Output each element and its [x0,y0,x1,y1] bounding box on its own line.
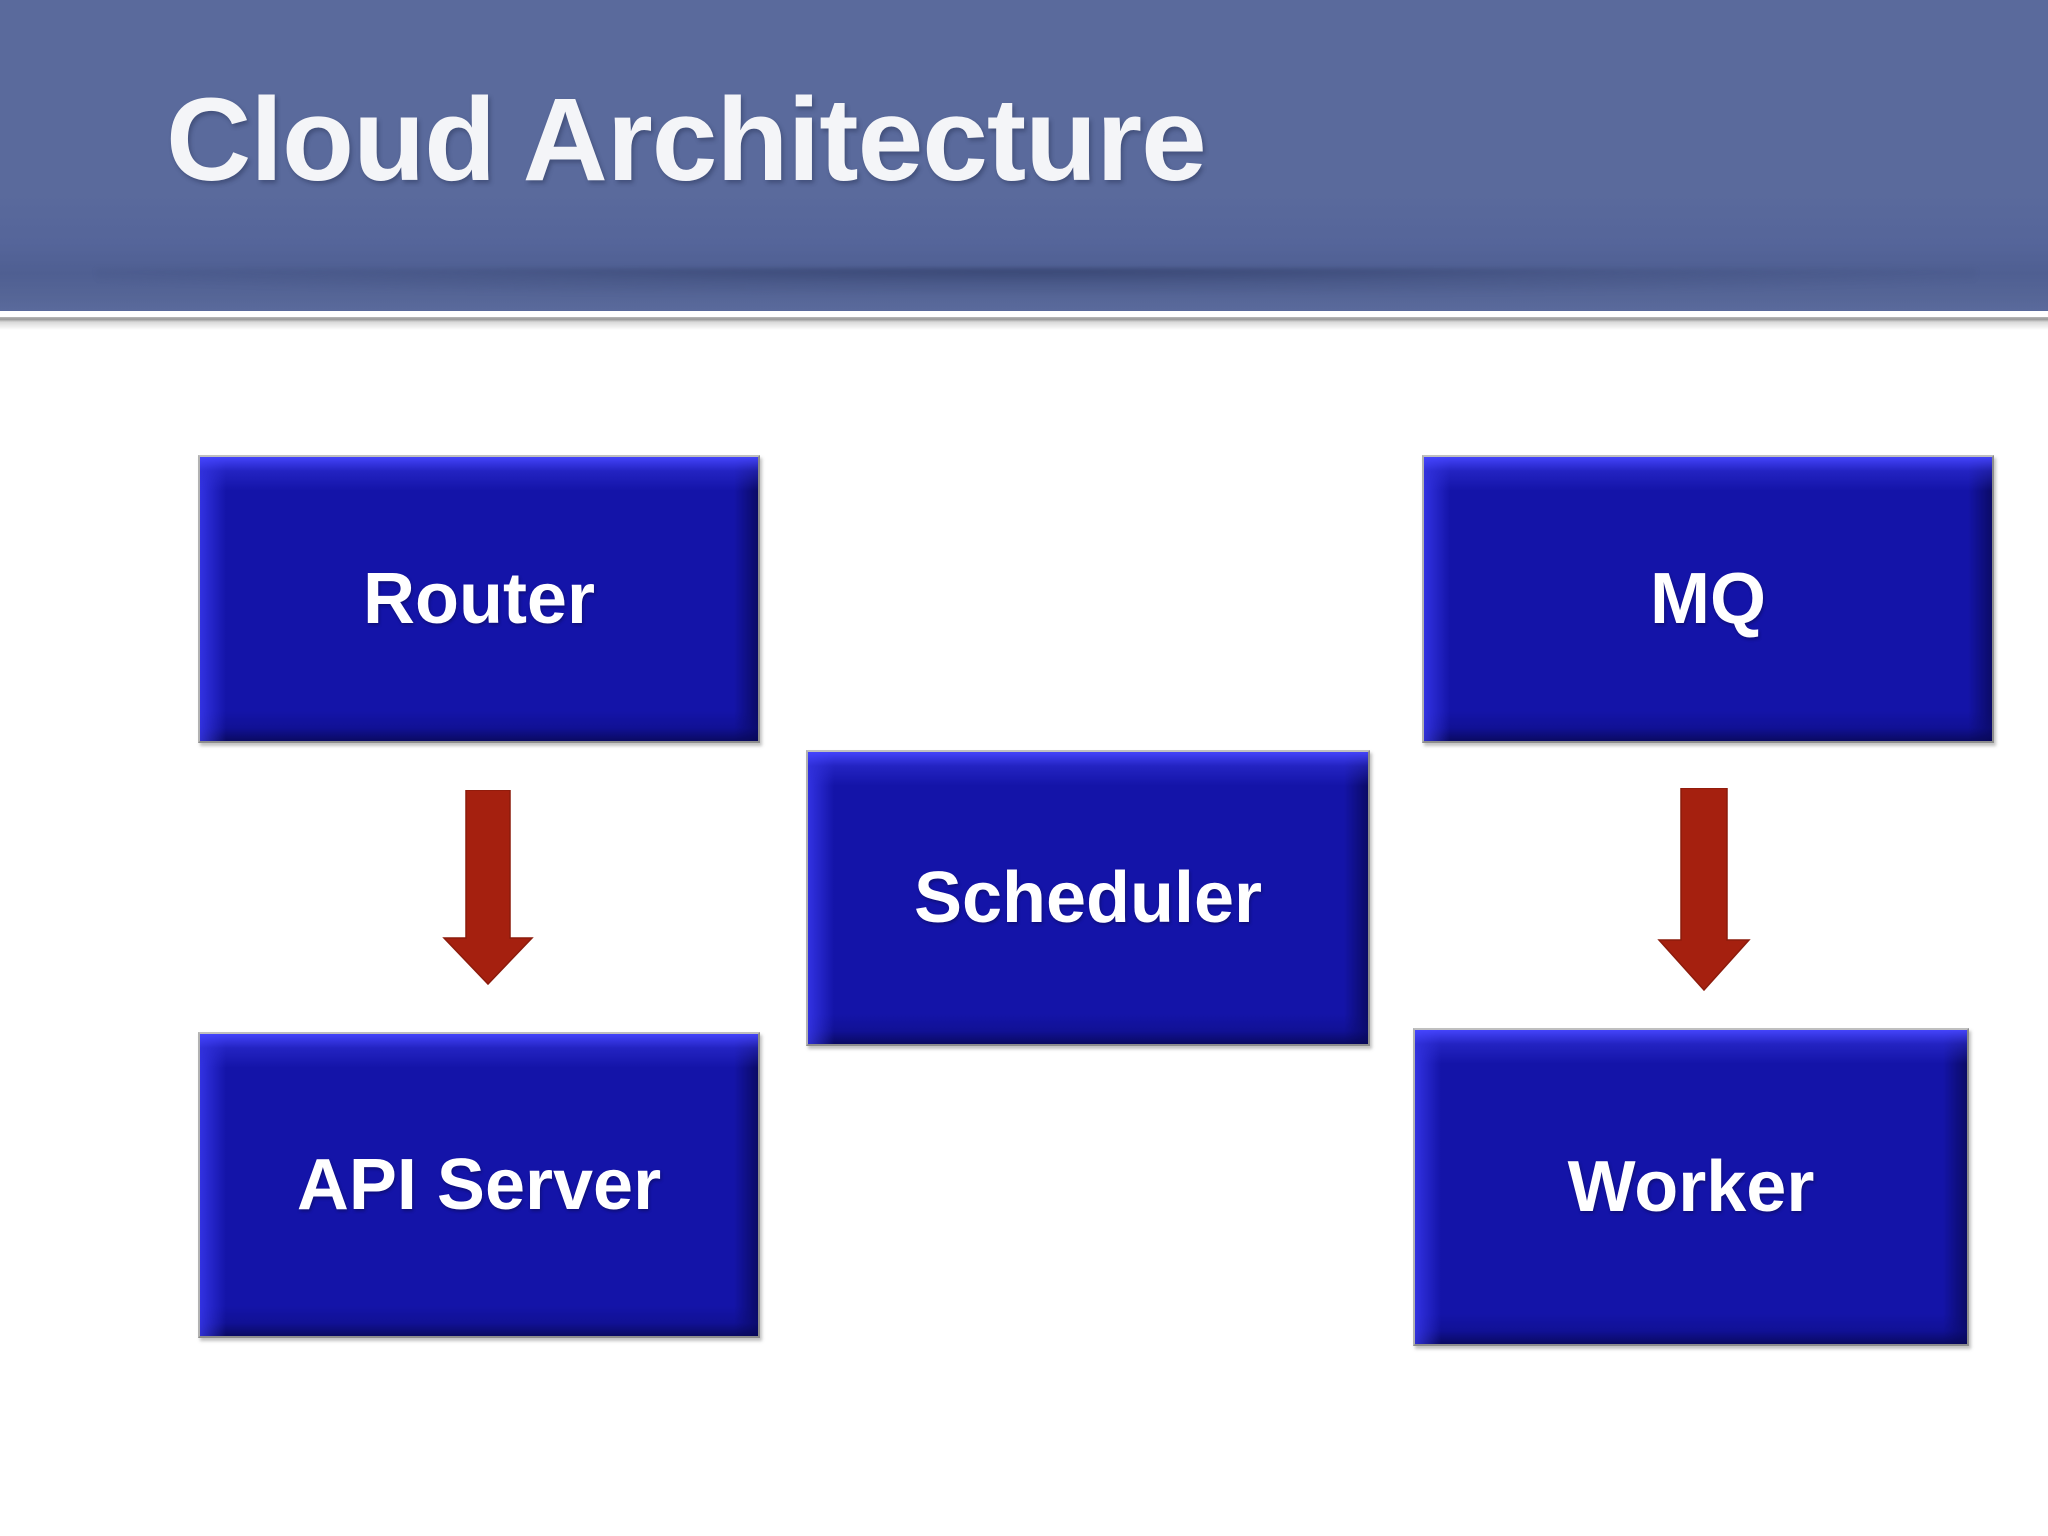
arrow-down-icon [442,790,534,986]
node-worker-label: Worker [1567,1147,1815,1227]
arrow-mq-to-worker [1656,788,1752,992]
node-scheduler-label: Scheduler [913,858,1263,938]
node-api-server-label: API Server [296,1145,662,1225]
node-router-label: Router [363,559,595,639]
node-scheduler[interactable]: Scheduler [806,750,1370,1046]
node-worker[interactable]: Worker [1413,1028,1969,1346]
arrow-down-icon [1657,788,1751,992]
title-band-shadow [96,268,1976,294]
title-divider-rule-shadow [0,322,2048,330]
node-mq[interactable]: MQ [1422,455,1994,743]
node-mq-label: MQ [1650,559,1766,639]
arrow-router-to-api-server [440,790,536,986]
diagram-canvas: Router MQ Scheduler API Server Worker [0,330,2048,1536]
node-router[interactable]: Router [198,455,760,743]
page-title: Cloud Architecture [166,74,1207,206]
slide-title-band: Cloud Architecture [0,0,2048,311]
node-api-server[interactable]: API Server [198,1032,760,1338]
title-divider-gap [0,311,2048,317]
title-divider-rule [0,317,2048,322]
